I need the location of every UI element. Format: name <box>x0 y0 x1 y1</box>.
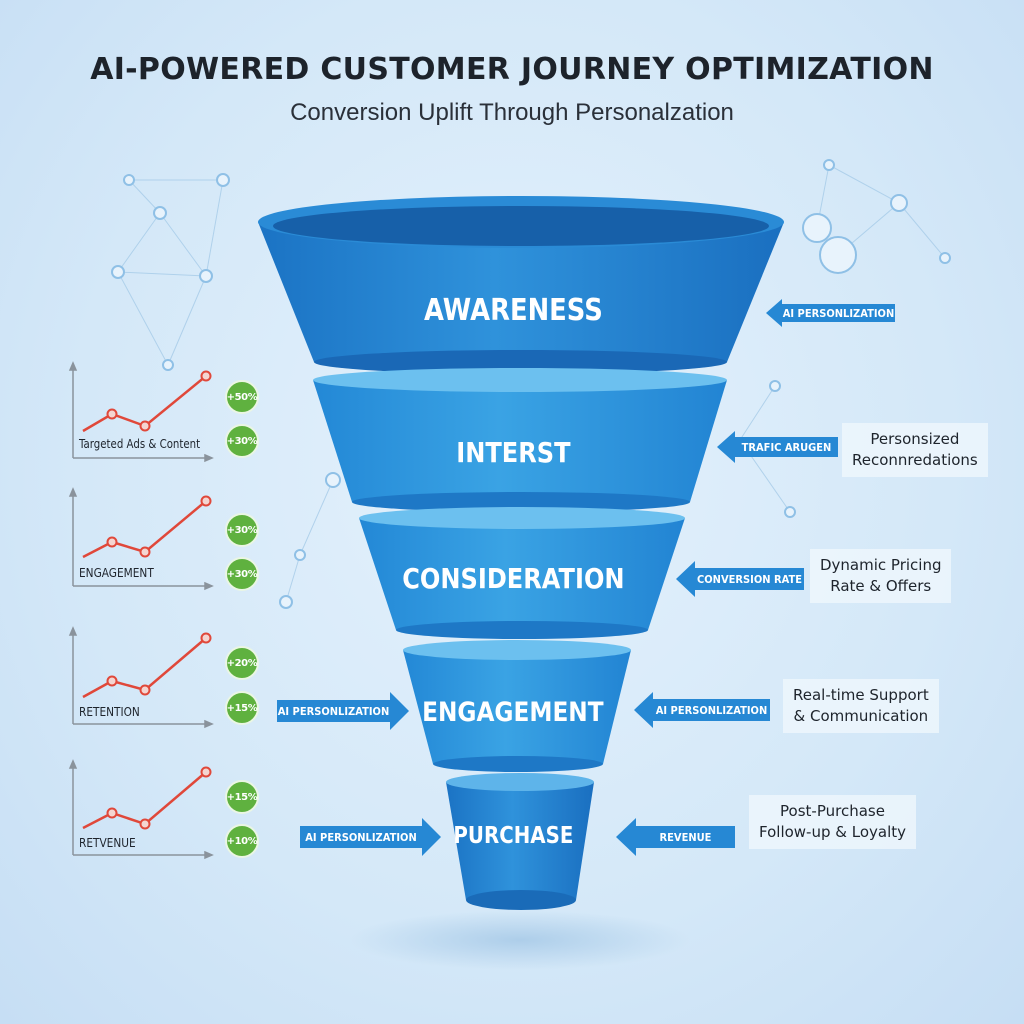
funnel-stage-awareness[interactable] <box>258 196 784 374</box>
arrow-right-icon <box>300 818 441 856</box>
callout-note: Personsized Reconnredations <box>842 423 988 477</box>
callout-note: Dynamic Pricing Rate & Offers <box>810 549 952 603</box>
callout-note: Real-time Support & Communication <box>783 679 939 733</box>
metric-label: Targeted Ads & Content <box>79 437 201 451</box>
callout-note: Post-Purchase Follow-up & Loyalty <box>749 795 916 849</box>
stage-label-engagement: ENGAGEMENT <box>422 697 604 728</box>
arrow-left-icon <box>616 818 735 856</box>
trend-chart-axes <box>68 361 214 463</box>
callout-label: AI PERSONLIZATION <box>782 306 895 320</box>
trend-line <box>82 375 207 433</box>
trend-line <box>82 500 207 559</box>
arrow-left-icon <box>766 299 895 327</box>
funnel-stage-engagement[interactable] <box>403 640 631 772</box>
trend-chart-axes <box>68 759 214 860</box>
stage-label-purchase: PURCHASE <box>453 823 574 849</box>
funnel-stage-purchase[interactable] <box>446 773 594 910</box>
uplift-badge: +15% <box>225 691 259 725</box>
uplift-badge: +30% <box>225 557 259 591</box>
uplift-badge: +30% <box>225 424 259 458</box>
stage-label-interest: INTERST <box>456 436 571 469</box>
callout-label: AI PERSONLIZATION <box>305 830 417 844</box>
arrow-left-icon <box>717 431 838 463</box>
funnel-stage-interest[interactable] <box>313 368 727 512</box>
callout-label: AI PERSONLIZATION <box>655 703 768 717</box>
arrow-left-icon <box>634 692 770 728</box>
callout-label: AI PERSONLIZATION <box>277 704 390 718</box>
metric-label: RETENTION <box>79 705 140 719</box>
uplift-badge: +50% <box>225 380 259 414</box>
trend-chart-axes <box>68 487 214 591</box>
page-title: AI-POWERED CUSTOMER JOURNEY OPTIMIZATION <box>90 52 934 87</box>
metric-label: ENGAGEMENT <box>79 566 154 580</box>
trend-chart-axes <box>68 626 214 729</box>
stage-label-awareness: AWARENESS <box>424 293 603 328</box>
uplift-badge: +10% <box>225 824 259 858</box>
callout-label: TRAFIC ARUGEN <box>741 440 832 454</box>
stage-label-consideration: CONSIDERATION <box>402 562 625 595</box>
callout-label: CONVERSION RATE <box>696 572 803 586</box>
uplift-badge: +20% <box>225 646 259 680</box>
metric-label: RETVENUE <box>79 836 136 850</box>
uplift-badge: +30% <box>225 513 259 547</box>
arrow-right-icon <box>277 692 409 730</box>
funnel-shadow <box>350 910 690 970</box>
uplift-badge: +15% <box>225 780 259 814</box>
trend-line <box>82 771 207 830</box>
arrow-left-icon <box>676 561 804 597</box>
trend-line <box>82 637 207 699</box>
callout-label: REVENUE <box>659 830 712 844</box>
page-subtitle: Conversion Uplift Through Personalzation <box>290 99 734 126</box>
funnel-stage-consideration[interactable] <box>359 507 685 639</box>
